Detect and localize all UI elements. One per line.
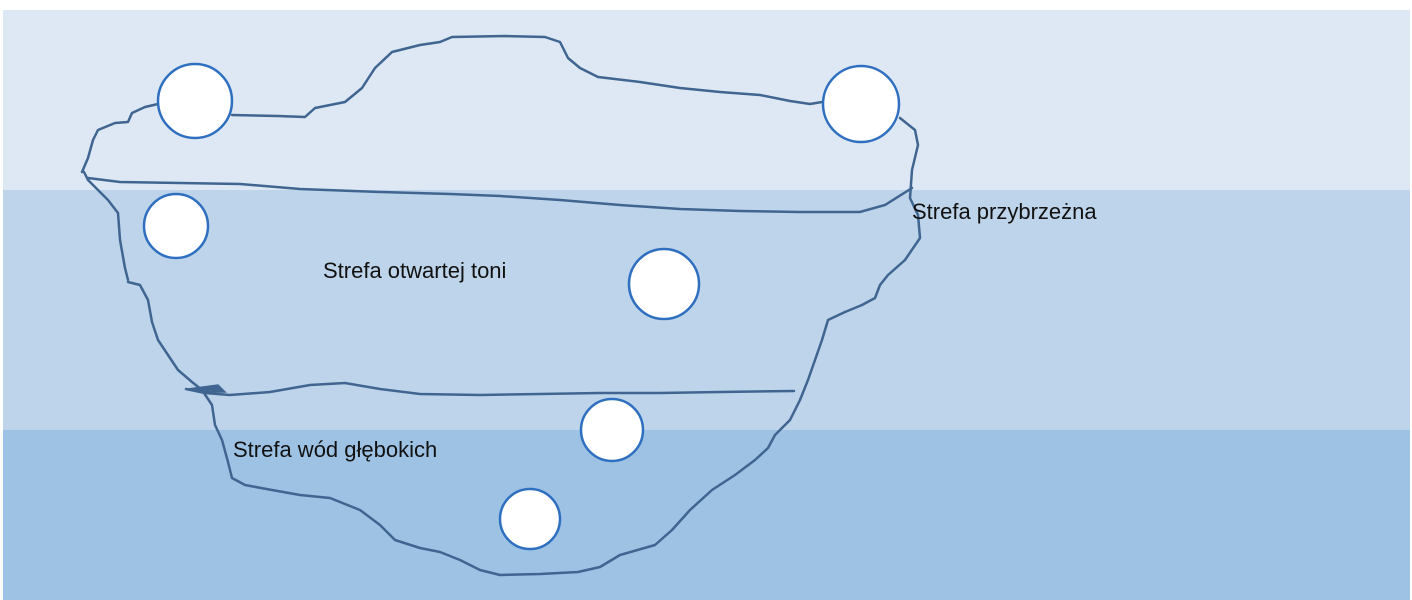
answer-circle[interactable] [156,62,234,140]
deep-zone-boundary [184,381,796,397]
coastal-zone-label: Strefa przybrzeżna [912,199,1097,224]
boundary-scribble [187,384,227,393]
answer-circle[interactable] [627,247,701,321]
answer-circle[interactable] [579,397,645,463]
answer-circle[interactable] [142,192,210,260]
deep-water-band [3,430,1410,600]
open-water-zone-label: Strefa otwartej toni [323,258,507,283]
answer-circle[interactable] [498,487,562,551]
deep-water-zone-label: Strefa wód głębokich [233,437,438,462]
middle-water-band [3,190,1410,430]
answer-circle[interactable] [821,64,901,144]
lake-basin-outline [80,34,922,577]
surface-band [3,10,1410,190]
coastal-zone-boundary [86,176,914,214]
